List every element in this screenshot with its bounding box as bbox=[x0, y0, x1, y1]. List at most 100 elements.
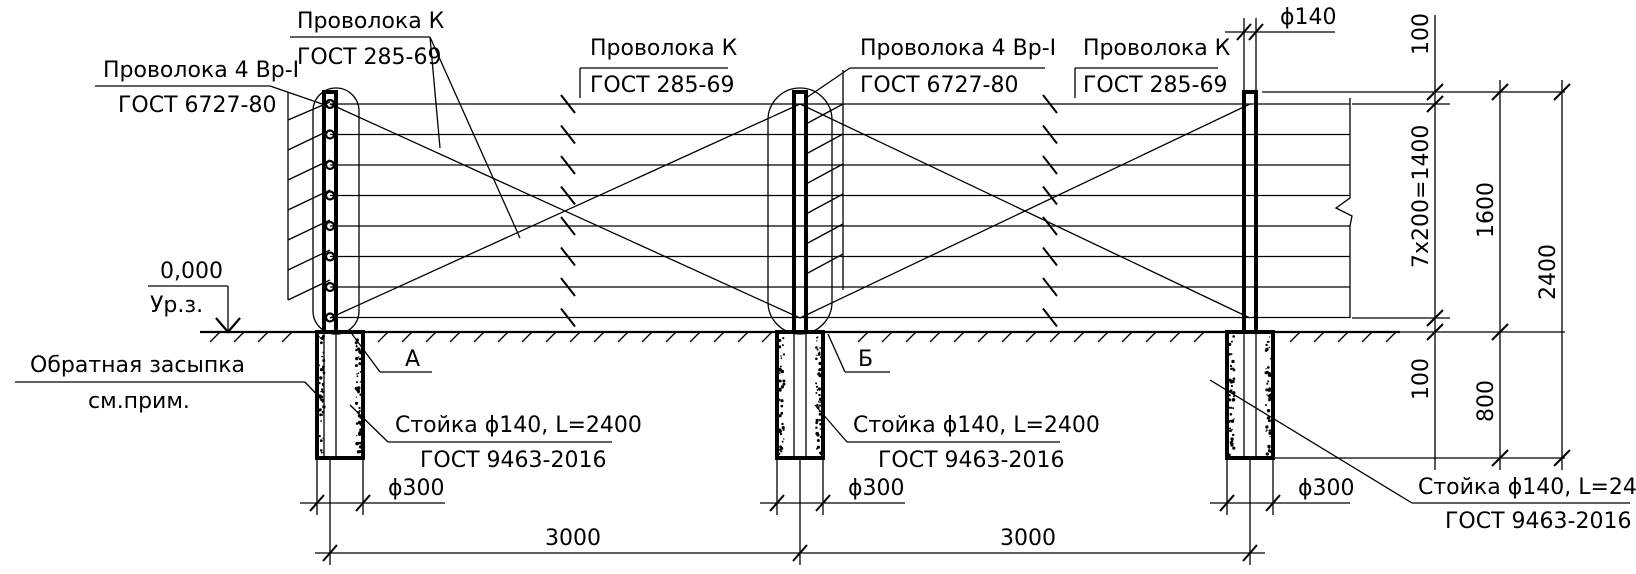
svg-text:ГОСТ 285-69: ГОСТ 285-69 bbox=[590, 73, 734, 98]
concrete-speck bbox=[1268, 431, 1272, 435]
concrete-speck bbox=[816, 448, 818, 450]
hatch-mark bbox=[257, 331, 269, 343]
concrete-speck bbox=[1230, 419, 1235, 423]
concrete-speck bbox=[357, 391, 360, 394]
concrete-speck bbox=[1267, 449, 1271, 453]
concrete-speck bbox=[779, 448, 782, 451]
concrete-speck bbox=[780, 369, 785, 374]
concrete-speck bbox=[1229, 364, 1233, 368]
wire-marker-tick bbox=[560, 124, 576, 145]
hatch-mark bbox=[1193, 331, 1205, 343]
concrete-speck bbox=[782, 353, 786, 356]
concrete-speck bbox=[780, 357, 783, 360]
wire-marker-tick bbox=[560, 155, 576, 175]
wire-tie bbox=[324, 220, 336, 232]
concrete-speck bbox=[815, 385, 819, 388]
svg-text:3000: 3000 bbox=[1000, 526, 1056, 551]
concrete-speck bbox=[320, 451, 323, 454]
concrete-speck bbox=[817, 372, 821, 376]
svg-text:ГОСТ 285-69: ГОСТ 285-69 bbox=[1083, 73, 1227, 98]
hatch-mark bbox=[1361, 331, 1373, 343]
wire-marker-tick bbox=[1042, 185, 1058, 206]
concrete-speck bbox=[322, 437, 324, 439]
svg-text:Проволока 4 Вр-I: Проволока 4 Вр-I bbox=[860, 36, 1056, 61]
label-wire-k-2: Проволока К ГОСТ 285-69 bbox=[579, 36, 738, 98]
svg-text:Стойка ϕ140, L=2400: Стойка ϕ140, L=2400 bbox=[395, 413, 642, 438]
concrete-speck bbox=[1266, 429, 1268, 431]
concrete-speck bbox=[318, 364, 320, 367]
concrete-speck bbox=[1230, 437, 1234, 441]
concrete-speck bbox=[818, 419, 822, 422]
concrete-speck bbox=[1228, 453, 1231, 457]
svg-text:ϕ300: ϕ300 bbox=[388, 476, 445, 501]
concrete-speck bbox=[777, 339, 781, 342]
concrete-speck bbox=[320, 336, 323, 340]
node-b-outline bbox=[767, 87, 833, 335]
wire-tie bbox=[324, 159, 336, 171]
concrete-speck bbox=[780, 385, 785, 389]
concrete-speck bbox=[1267, 388, 1272, 392]
wire-marker-tick bbox=[560, 246, 576, 267]
concrete-speck bbox=[815, 357, 818, 361]
concrete-speck bbox=[1232, 446, 1236, 450]
concrete-speck bbox=[322, 405, 326, 409]
svg-text:ϕ300: ϕ300 bbox=[1298, 476, 1355, 501]
svg-text:ГОСТ 6727-80: ГОСТ 6727-80 bbox=[118, 93, 276, 118]
break-line bbox=[1334, 98, 1353, 318]
concrete-speck bbox=[357, 347, 360, 351]
concrete-speck bbox=[1268, 396, 1272, 400]
concrete-speck bbox=[777, 452, 781, 455]
concrete-speck bbox=[1231, 359, 1235, 364]
svg-text:Стойка ϕ140, L=2400: Стойка ϕ140, L=2400 bbox=[1418, 475, 1636, 500]
concrete-speck bbox=[815, 418, 819, 422]
node-a-callout: А bbox=[351, 333, 432, 373]
concrete-speck bbox=[819, 356, 823, 359]
concrete-speck bbox=[1266, 409, 1271, 413]
concrete-speck bbox=[1266, 340, 1269, 343]
dim-hole-1: ϕ300 bbox=[300, 458, 445, 515]
hatch-mark bbox=[1049, 331, 1061, 343]
hatch-mark bbox=[1169, 331, 1181, 343]
concrete-speck bbox=[322, 359, 326, 362]
concrete-speck bbox=[358, 441, 362, 445]
wire-marker-tick bbox=[1042, 307, 1058, 328]
dim-post-diameter: ϕ140 bbox=[1225, 5, 1337, 90]
hatch-mark bbox=[545, 331, 557, 343]
label-wire-4-2: Проволока 4 Вр-I ГОСТ 6727-80 bbox=[805, 36, 1056, 99]
concrete-speck bbox=[1267, 444, 1271, 449]
hatch-mark bbox=[641, 331, 653, 343]
concrete-speck bbox=[321, 335, 325, 338]
concrete-speck bbox=[781, 422, 784, 426]
concrete-speck bbox=[1228, 406, 1231, 409]
hatch-mark bbox=[953, 331, 965, 343]
svg-text:Ур.з.: Ур.з. bbox=[150, 293, 203, 318]
label-post-1: Стойка ϕ140, L=2400 ГОСТ 9463-2016 bbox=[349, 404, 642, 473]
concrete-speck bbox=[1231, 429, 1233, 431]
concrete-speck bbox=[1228, 421, 1230, 424]
concrete-speck bbox=[319, 376, 323, 380]
concrete-speck bbox=[1268, 346, 1271, 349]
concrete-speck bbox=[818, 351, 821, 354]
hatch-mark bbox=[425, 331, 437, 343]
concrete-speck bbox=[322, 451, 324, 454]
concrete-speck bbox=[815, 426, 818, 429]
concrete-speck bbox=[819, 422, 823, 426]
concrete-speck bbox=[815, 421, 818, 424]
concrete-speck bbox=[318, 381, 321, 385]
concrete-speck bbox=[355, 342, 358, 345]
diagonal-braces bbox=[329, 103, 1251, 319]
concrete-speck bbox=[356, 375, 359, 378]
hatch-mark bbox=[1121, 331, 1133, 343]
concrete-speck bbox=[1268, 419, 1271, 423]
tie-detail-lines-b bbox=[805, 70, 844, 290]
concrete-speck bbox=[1228, 394, 1231, 397]
dim-spans: 3000 3000 bbox=[315, 458, 1265, 565]
concrete-speck bbox=[1229, 413, 1233, 416]
concrete-speck bbox=[818, 400, 820, 403]
hatch-mark bbox=[905, 331, 917, 343]
hatch-mark bbox=[1025, 331, 1037, 343]
hatch-mark bbox=[665, 331, 677, 343]
wire-tie bbox=[324, 281, 336, 293]
hatch-mark bbox=[689, 331, 701, 343]
hatch-mark bbox=[929, 331, 941, 343]
